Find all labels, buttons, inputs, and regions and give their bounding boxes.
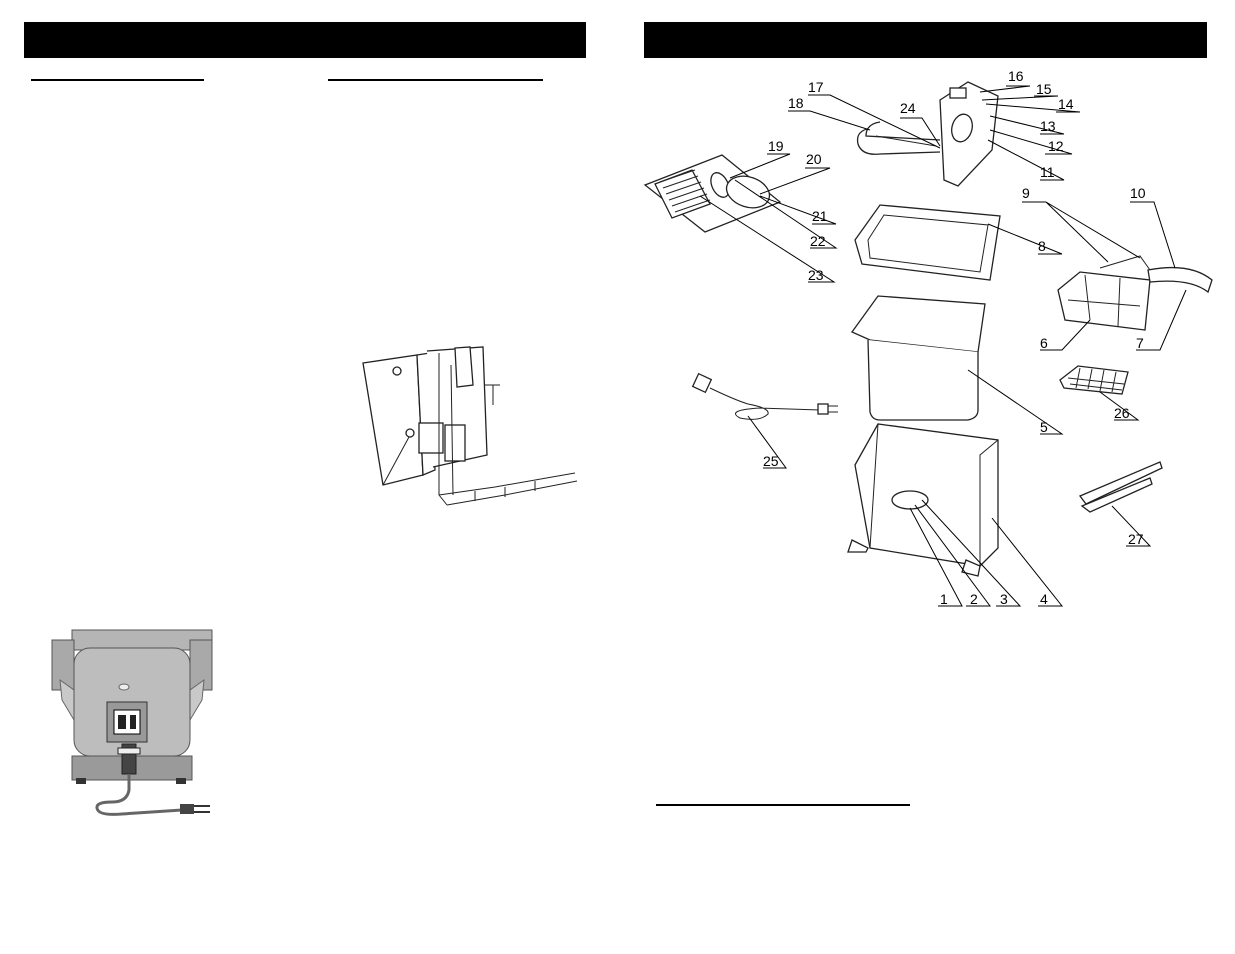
label-14: 14 — [1058, 96, 1074, 112]
label-20: 20 — [806, 151, 822, 167]
label-17: 17 — [808, 79, 824, 95]
grate-drawing — [1059, 365, 1129, 395]
label-18: 18 — [788, 95, 804, 111]
label-6: 6 — [1040, 335, 1048, 351]
control-unit-drawing — [856, 81, 999, 187]
label-13: 13 — [1040, 118, 1056, 134]
label-7: 7 — [1136, 335, 1144, 351]
label-11: 11 — [1040, 164, 1055, 180]
label-16: 16 — [1008, 68, 1024, 84]
label-3: 3 — [1000, 591, 1008, 607]
label-26: 26 — [1114, 405, 1130, 421]
tongs-drawing — [1078, 461, 1163, 513]
label-4: 4 — [1040, 591, 1048, 607]
lid-drawing — [643, 154, 782, 233]
label-2: 2 — [970, 591, 978, 607]
label-5: 5 — [1040, 419, 1048, 435]
label-8: 8 — [1038, 238, 1046, 254]
label-15: 15 — [1036, 81, 1052, 97]
container-frame-drawing — [854, 204, 1001, 281]
label-19: 19 — [768, 138, 784, 154]
label-10: 10 — [1130, 185, 1146, 201]
label-25: 25 — [763, 453, 779, 469]
fryer-back-view-diagram — [51, 629, 213, 816]
part-labels: 17 18 24 16 15 14 13 12 11 19 20 21 22 2… — [763, 68, 1146, 607]
label-27: 27 — [1128, 531, 1144, 547]
right-header-bar — [644, 22, 1207, 58]
label-23: 23 — [808, 267, 824, 283]
label-1: 1 — [940, 591, 948, 607]
label-21: 21 — [812, 208, 828, 224]
label-12: 12 — [1048, 138, 1064, 154]
label-24: 24 — [900, 100, 916, 116]
housing-drawing — [847, 423, 999, 577]
leader-lines — [699, 85, 1187, 607]
parts-section-underline — [656, 804, 910, 806]
control-panel-diagram — [362, 346, 578, 506]
left-section-a-underline — [31, 79, 204, 81]
left-header-bar — [24, 22, 586, 58]
label-9: 9 — [1022, 185, 1030, 201]
power-cord-drawing — [691, 372, 838, 420]
oil-bowl-drawing — [851, 295, 986, 421]
basket-drawing — [1057, 255, 1213, 331]
left-section-b-underline — [328, 79, 543, 81]
label-22: 22 — [810, 233, 826, 249]
